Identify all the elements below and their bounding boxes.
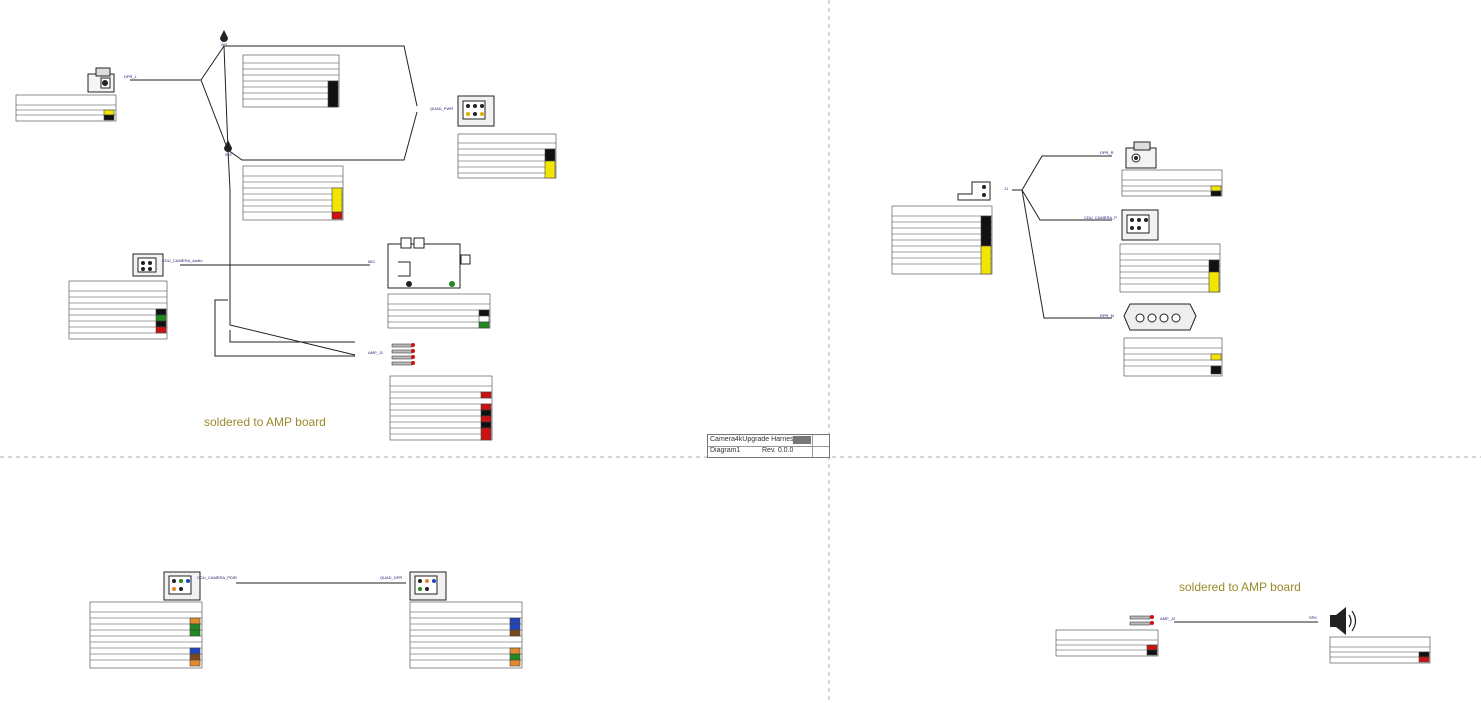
connector-label-quad-pwr: QUAD_PWR <box>430 106 453 111</box>
connector-label-quad-dpr: QUAD_DPR <box>380 575 402 580</box>
connector-cdu-camera-p-icon[interactable] <box>1121 209 1159 241</box>
connector-label-cdu-camera-p: CDU_CAMERA_P <box>1084 215 1117 220</box>
wire-trunk-amp <box>229 330 355 343</box>
note-soldered-left: soldered to AMP board <box>204 415 326 429</box>
speaker-icon[interactable] <box>1330 607 1357 635</box>
connector-label-amp-j1: AMP_J1 <box>368 350 384 355</box>
wire-trunk-down <box>227 149 356 356</box>
connector-label-rpr-m: RPR_M <box>1100 313 1114 318</box>
title-block-divider-v <box>812 435 813 457</box>
title-block-swatch <box>793 436 811 444</box>
connector-quad-pwr-icon[interactable] <box>457 95 495 127</box>
wire-j1-dpr-r <box>1012 155 1112 191</box>
connector-label-j1: J1 <box>1004 186 1009 191</box>
connector-label-dpr-l: DPR_L <box>124 74 138 79</box>
connector-label-mic: MIC <box>368 259 375 264</box>
splice-label-sp1: SP1 <box>221 43 228 47</box>
note-soldered-right: soldered to AMP board <box>1179 580 1301 594</box>
microphone-icon[interactable] <box>387 237 471 289</box>
connector-rpr-m-icon[interactable] <box>1123 303 1197 331</box>
title-block: Camera4kUpgrade Harness Diagram1 Rev. 0.… <box>707 434 830 458</box>
title-block-divider <box>708 446 829 447</box>
connector-label-cdu-camera-audio: CDU_CAMERA_Audio <box>162 258 203 263</box>
title-block-revision: Rev. 0.0.0 <box>762 447 794 454</box>
connector-label-spk: SPK <box>1309 615 1317 620</box>
wire-branch-sp2 <box>200 79 418 161</box>
connector-j1-icon[interactable] <box>957 181 991 201</box>
connector-cdu-camera-pdr-icon[interactable] <box>163 571 201 601</box>
wire-j1-rpr <box>1021 189 1112 319</box>
connector-dpr-l-icon[interactable] <box>87 67 115 93</box>
connector-cdu-camera-audio-icon[interactable] <box>132 253 164 277</box>
connector-label-cdu-camera-pdr: CDU_CAMERA_PDIR <box>197 575 237 580</box>
splice-sp2-icon[interactable] <box>224 140 232 152</box>
title-block-diagram: Diagram1 <box>710 447 741 454</box>
splice-sp1-icon[interactable] <box>220 30 228 42</box>
wire-branch-sp1 <box>200 45 418 107</box>
title-block-title: Camera4kUpgrade Harness <box>710 436 798 443</box>
connector-amp-j1-icon[interactable] <box>391 343 415 366</box>
connector-dpr-r-icon[interactable] <box>1125 141 1157 169</box>
connector-label-dpr-r: DPR_R <box>1100 150 1114 155</box>
wire-j1-cdu <box>1021 189 1112 221</box>
connector-amp-j2-icon[interactable] <box>1129 615 1154 626</box>
wire-trunk <box>223 45 229 151</box>
wire-to-amp <box>214 299 355 357</box>
connector-quad-dpr-icon[interactable] <box>409 571 447 601</box>
connector-label-amp-j2: AMP_J2 <box>1160 616 1176 621</box>
splice-label-sp2: SP2 <box>225 153 232 157</box>
